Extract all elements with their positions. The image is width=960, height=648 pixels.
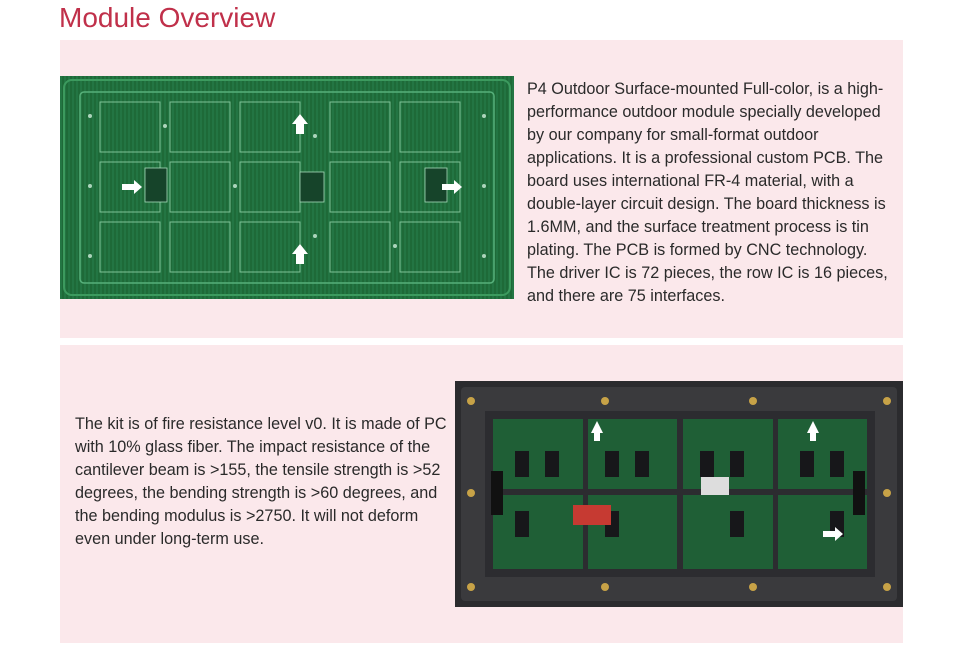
module-kit-section: The kit is of fire resistance level v0. … bbox=[60, 345, 903, 643]
kit-description: The kit is of fire resistance level v0. … bbox=[75, 415, 447, 548]
pcb-description: P4 Outdoor Surface-mounted Full-color, i… bbox=[527, 80, 888, 305]
page-title: Module Overview bbox=[59, 2, 276, 33]
module-kit-image bbox=[455, 381, 903, 607]
pcb-board-image bbox=[60, 76, 514, 299]
module-pcb-section: P4 Outdoor Surface-mounted Full-color, i… bbox=[60, 40, 903, 338]
